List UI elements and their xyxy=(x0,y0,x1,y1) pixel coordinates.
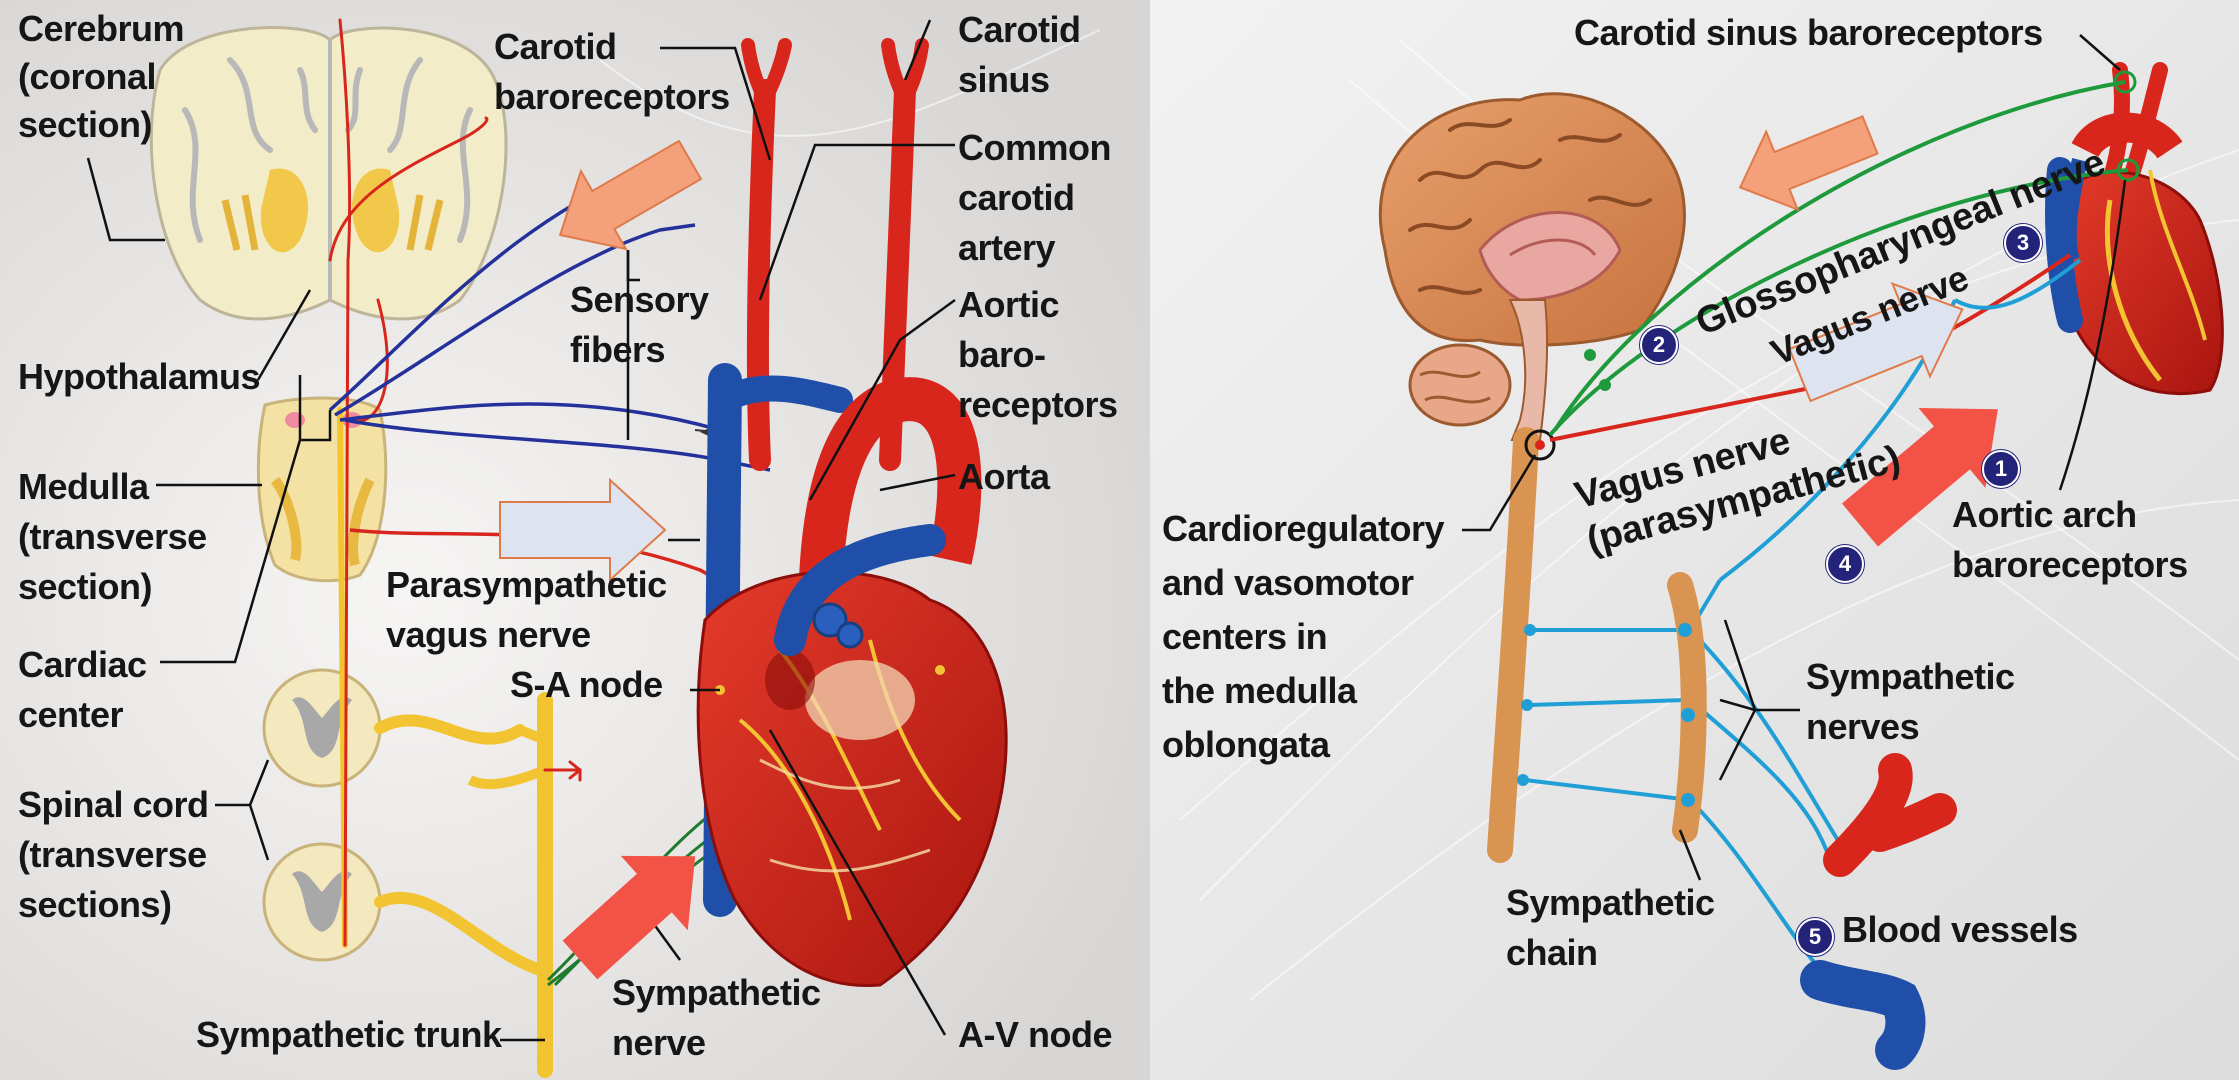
label-sympathetic-nerves: Sympathetic nerves xyxy=(1806,652,2015,752)
label-carotid-sinus-baroreceptors: Carotid sinus baroreceptors xyxy=(1574,8,2043,58)
label-spinal-cord: Spinal cord (transverse sections) xyxy=(18,780,209,930)
label-aortic-arch-baroreceptors: Aortic arch baroreceptors xyxy=(1952,490,2188,590)
badge-4: 4 xyxy=(1826,545,1864,583)
label-aortic-baroreceptors: Aortic baro- receptors xyxy=(958,280,1118,430)
badge-2: 2 xyxy=(1640,326,1678,364)
label-aorta: Aorta xyxy=(958,452,1050,502)
label-hypothalamus: Hypothalamus xyxy=(18,352,260,402)
label-sa-node: S-A node xyxy=(510,660,663,710)
badge-1: 1 xyxy=(1982,450,2020,488)
label-sympathetic-trunk: Sympathetic trunk xyxy=(196,1010,502,1060)
label-av-node: A-V node xyxy=(958,1010,1112,1060)
badge-5: 5 xyxy=(1796,918,1834,956)
label-cerebrum: Cerebrum (coronal section) xyxy=(18,5,184,149)
label-sensory-fibers: Sensory fibers xyxy=(570,275,709,375)
label-common-carotid: Common carotid artery xyxy=(958,123,1111,273)
label-cardiac-center: Cardiac center xyxy=(18,640,147,740)
label-sympathetic-nerve: Sympathetic nerve xyxy=(612,968,821,1068)
label-cardioregulatory: Cardioregulatory and vasomotor centers i… xyxy=(1162,502,1444,772)
label-sympathetic-chain: Sympathetic chain xyxy=(1506,878,1715,978)
label-blood-vessels: Blood vessels xyxy=(1842,905,2078,955)
badge-3: 3 xyxy=(2004,224,2042,262)
label-medulla: Medulla (transverse section) xyxy=(18,462,207,612)
label-carotid-sinus: Carotid sinus xyxy=(958,5,1081,105)
label-parasympathetic-vagus: Parasympathetic vagus nerve xyxy=(386,560,667,660)
label-carotid-baroreceptors: Carotid baroreceptors xyxy=(494,22,730,122)
cerebrum-illustration xyxy=(151,28,506,319)
